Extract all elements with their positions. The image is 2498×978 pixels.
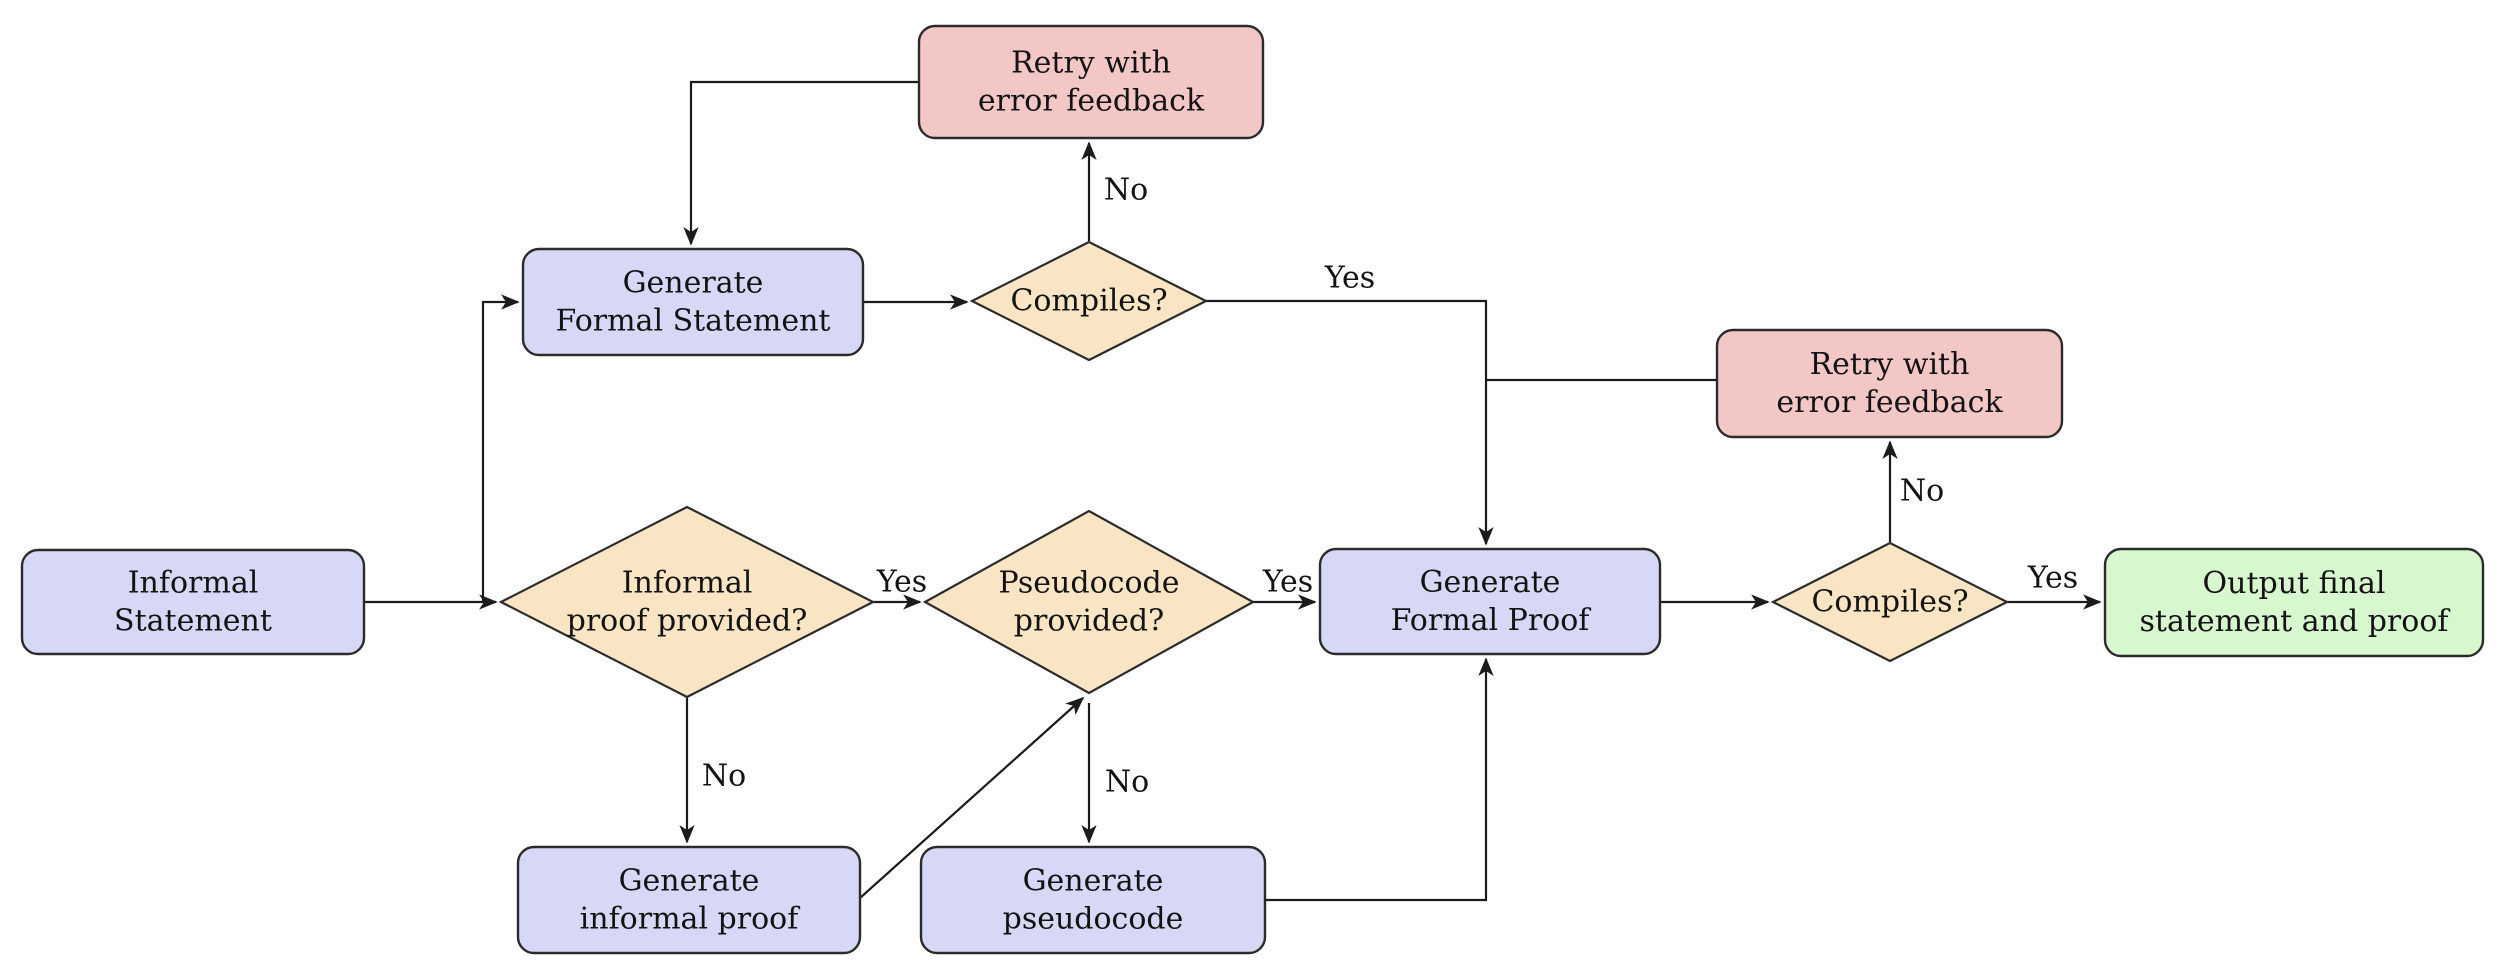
node-label-generate-pseudocode-line2: pseudocode	[1003, 902, 1184, 937]
node-shape-retry-with-error-feedback-proof	[1715, 328, 2064, 439]
node-label-generate-formal-proof-line2: Formal Proof	[1391, 603, 1592, 638]
node-label-decision-informal-proof-provided-line1: Informal	[622, 566, 753, 601]
node-label-retry-with-error-feedback-proof-line2: error feedback	[1776, 385, 2003, 420]
node-label-decision-informal-proof-provided-line2: proof provided?	[567, 604, 808, 639]
node-label-informal-statement-line2: Statement	[114, 604, 272, 639]
node-shape-informal-statement	[20, 548, 366, 656]
edge-label-pseudocode-no-to-generate-pseudocode: No	[1105, 765, 1149, 800]
node-label-retry-with-error-feedback-statement-line1: Retry with	[1011, 46, 1171, 81]
node-shape-decision-informal-proof-provided	[498, 505, 876, 699]
node-label-retry-with-error-feedback-proof-line1: Retry with	[1810, 347, 1970, 382]
node-shape-decision-compiles-statement	[969, 240, 1209, 362]
node-shape-generate-informal-proof	[516, 845, 862, 955]
node-label-output-final-statement-and-proof-line1: Output final	[2203, 566, 2386, 601]
node-label-generate-informal-proof-line2: informal proof	[580, 902, 801, 937]
node-label-decision-compiles-proof-line1: Compiles?	[1811, 585, 1968, 620]
edges-layer	[364, 80, 2102, 902]
node-shape-generate-formal-statement	[521, 247, 865, 357]
edge-label-informal-proof-yes-to-pseudocode-decision: Yes	[876, 565, 927, 600]
node-label-retry-with-error-feedback-statement-line2: error feedback	[978, 84, 1205, 119]
node-label-decision-pseudocode-provided-line2: provided?	[1014, 604, 1164, 639]
node-label-informal-statement-line1: Informal	[128, 566, 259, 601]
node-shape-generate-pseudocode	[919, 845, 1267, 955]
node-label-output-final-statement-and-proof-line2: statement and proof	[2140, 604, 2451, 639]
node-decision-compiles-proof: Compiles?	[1770, 541, 2010, 663]
edge-label-informal-proof-no-to-generate-informal-proof: No	[702, 759, 746, 794]
node-label-generate-formal-statement-line1: Generate	[623, 266, 764, 301]
edge-label-compiles-statement-yes-to-generate-formal-proof: Yes	[1324, 261, 1375, 296]
node-label-decision-compiles-statement-line1: Compiles?	[1010, 284, 1167, 319]
edge-label-compiles-statement-no-to-retry: No	[1104, 173, 1148, 208]
node-shape-decision-pseudocode-provided	[922, 509, 1256, 695]
edge-label-compiles-proof-no-to-retry: No	[1900, 474, 1944, 509]
node-label-generate-formal-proof-line1: Generate	[1420, 565, 1561, 600]
edge-label-pseudocode-yes-to-generate-formal-proof: Yes	[1262, 565, 1313, 600]
node-shape-generate-formal-proof	[1318, 547, 1662, 656]
edge-compiles-statement-yes-to-generate-formal-proof	[1206, 299, 1494, 546]
node-shape-decision-compiles-proof	[1770, 541, 2010, 663]
edge-retry-statement-back-to-generate-formal-statement	[683, 80, 919, 246]
node-shape-output-final-statement-and-proof	[2103, 547, 2485, 658]
edge-informal-statement-branch-to-generate-formal-statement	[481, 294, 520, 602]
edge-label-compiles-proof-yes-to-output: Yes	[2027, 561, 2078, 596]
node-label-generate-informal-proof-line1: Generate	[619, 864, 760, 899]
node-decision-compiles-statement: Compiles?	[969, 240, 1209, 362]
edge-generate-pseudocode-to-generate-formal-proof	[1265, 657, 1494, 902]
node-label-decision-pseudocode-provided-line1: Pseudocode	[999, 566, 1180, 601]
edge-generate-informal-proof-to-pseudocode-decision	[859, 696, 1085, 899]
node-label-generate-pseudocode-line1: Generate	[1023, 864, 1164, 899]
node-label-generate-formal-statement-line2: Formal Statement	[556, 304, 831, 339]
node-shape-retry-with-error-feedback-statement	[917, 24, 1265, 140]
